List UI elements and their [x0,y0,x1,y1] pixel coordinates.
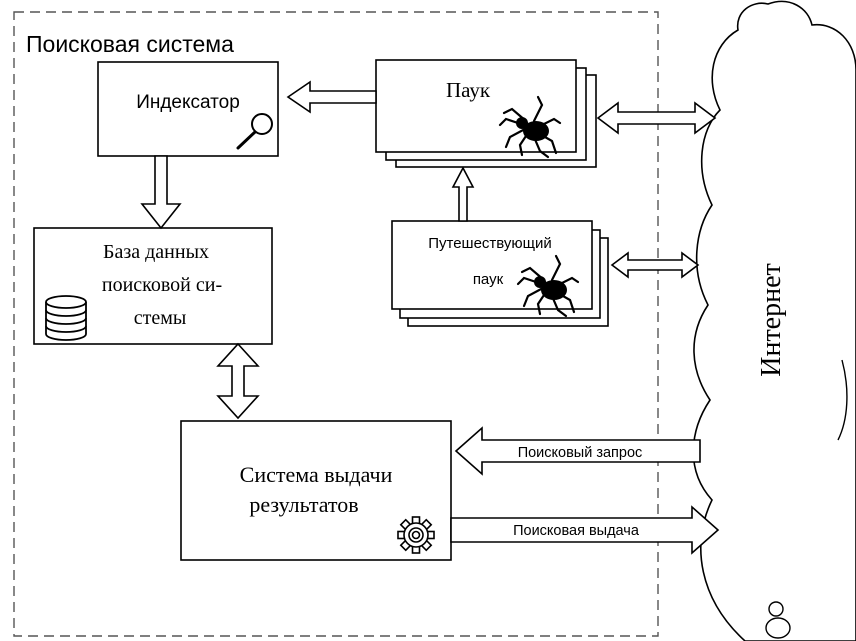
internet-label: Интернет [756,263,787,377]
arrow-traveling-internet [610,251,700,279]
spider-icon [498,95,562,159]
cloud-icon [692,0,856,641]
cloud-bubble-small [768,601,784,617]
traveling-spider-label-line2: паук [473,271,504,288]
results-label-line1: Система выдачи [240,462,393,487]
arrow-search-query [454,426,701,476]
arrow-search-results [450,505,720,555]
database-label-line2: поисковой си- [102,274,222,296]
arrow-database-results [216,342,260,420]
cloud-inner-curve [837,359,848,441]
arrow-indexer-to-database [140,155,182,230]
cloud-bubble-large [765,617,791,639]
internet-cloud: Интернет [692,0,856,641]
search-system-boundary [13,11,659,637]
indexer-label: Индексатор [136,92,240,113]
traveling-spider-node: Путешествующий паук [391,220,609,327]
traveling-spider-label-line1: Путешествующий [428,235,552,252]
arrow-traveling-to-spider [451,166,475,222]
database-label-line1: База данных [103,241,209,263]
database-node: База данных поисковой си- стемы [33,227,273,345]
arrow-spider-to-indexer [286,80,377,114]
spider-label: Паук [446,78,491,102]
arrow-spider-internet [596,101,717,135]
database-icon [45,295,87,341]
magnifier-icon [236,113,273,150]
search-query-label: Поисковый запрос [518,445,643,461]
search-system-title: Поисковая система [26,31,234,57]
gear-icon [397,516,435,554]
spider-node: Паук [375,59,597,168]
results-label-line2: результатов [249,492,358,517]
results-node: Система выдачи результатов [180,420,452,561]
database-label-line3: стемы [134,307,187,329]
spider-icon [516,254,580,318]
indexer-node: Индексатор [97,61,279,157]
search-results-label: Поисковая выдача [513,523,640,539]
